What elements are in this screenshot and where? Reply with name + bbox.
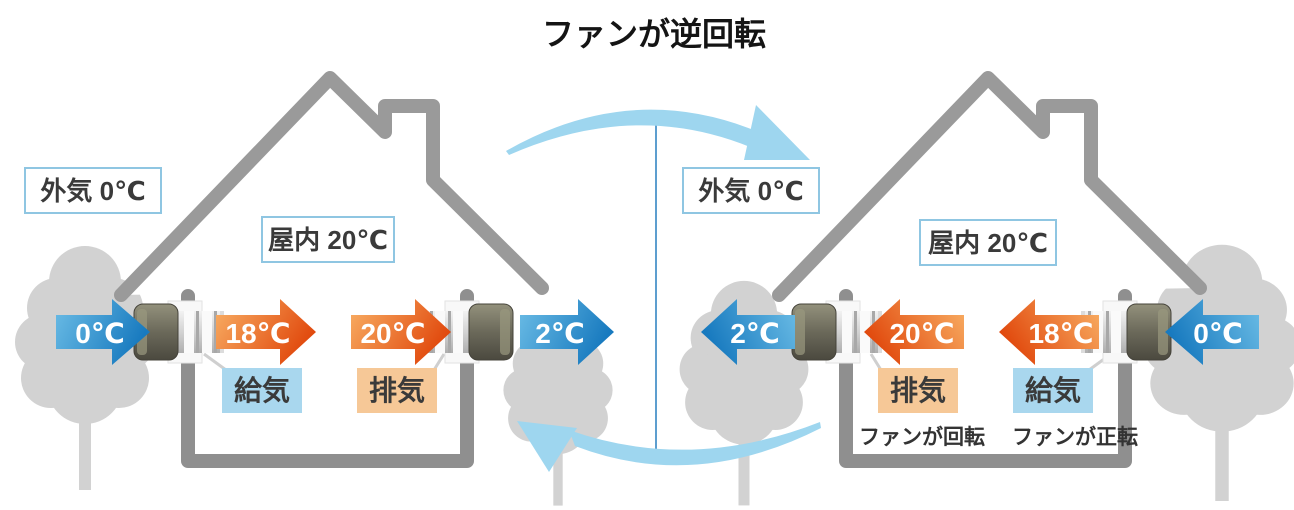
exhaust-arrow <box>864 299 964 365</box>
indoor-label: 屋内 20℃ <box>268 225 388 255</box>
supply-temp: 18℃ <box>225 318 290 349</box>
exhaust-tag: 排気 <box>890 375 946 406</box>
exhaust-fan-note: ファンが回転 <box>859 425 985 449</box>
outflow-temp: 2℃ <box>535 318 584 349</box>
exhaust-tag: 排気 <box>369 375 425 406</box>
right-house-outline <box>779 78 1200 461</box>
outflow-temp: 2℃ <box>730 318 779 349</box>
exhaust-arrow <box>351 299 451 365</box>
callout-line <box>203 352 227 372</box>
cycle-arrow-top <box>506 105 810 160</box>
indoor-label: 屋内 20℃ <box>928 228 1048 258</box>
right-house-airflow: 2℃ 20℃ 18℃ 0℃ <box>701 299 1259 365</box>
intake-temp: 0℃ <box>1193 318 1242 349</box>
supply-arrow <box>216 299 316 365</box>
exhaust-temp: 20℃ <box>360 318 425 349</box>
indoor-label-box <box>919 219 1057 266</box>
temperature-labels: 外気 0℃ 屋内 20℃ 外気 0℃ 屋内 20℃ <box>24 167 1057 266</box>
outside-air-label-box <box>682 167 820 214</box>
supply-fan-note: ファンが正転 <box>1012 425 1138 449</box>
exhaust-tag-box <box>878 368 958 413</box>
left-house-outline <box>121 78 542 461</box>
left-house-airflow: 0℃ 18℃ 20℃ 2℃ <box>56 299 614 365</box>
supply-temp: 18℃ <box>1028 318 1093 349</box>
supply-arrow <box>999 299 1099 365</box>
supply-tag: 給気 <box>1025 374 1081 406</box>
outside-air-label-box <box>24 167 162 214</box>
exhaust-temp: 20℃ <box>889 318 954 349</box>
exhaust-tag-box <box>357 368 437 413</box>
intake-arrow <box>1165 299 1259 365</box>
cycle-arrow-bottom <box>517 421 821 472</box>
outflow-arrow <box>520 299 614 365</box>
callout-line <box>432 353 446 371</box>
callout-line <box>869 353 883 371</box>
intake-temp: 0℃ <box>75 318 124 349</box>
supply-tag-box <box>1013 368 1093 413</box>
indoor-label-box <box>261 216 395 263</box>
supply-tag-box <box>222 368 302 413</box>
outside-air-label: 外気 0℃ <box>698 176 803 206</box>
outflow-arrow <box>701 299 795 365</box>
diagram-title: ファンが逆回転 <box>542 16 766 52</box>
intake-arrow <box>56 299 150 365</box>
supply-tag: 給気 <box>234 374 290 406</box>
airflow-tags: 給気 排気 排気 給気 ファンが回転 ファンが正転 <box>222 368 1138 449</box>
tree-right-inner <box>679 280 809 506</box>
outside-air-label: 外気 0℃ <box>40 176 145 206</box>
